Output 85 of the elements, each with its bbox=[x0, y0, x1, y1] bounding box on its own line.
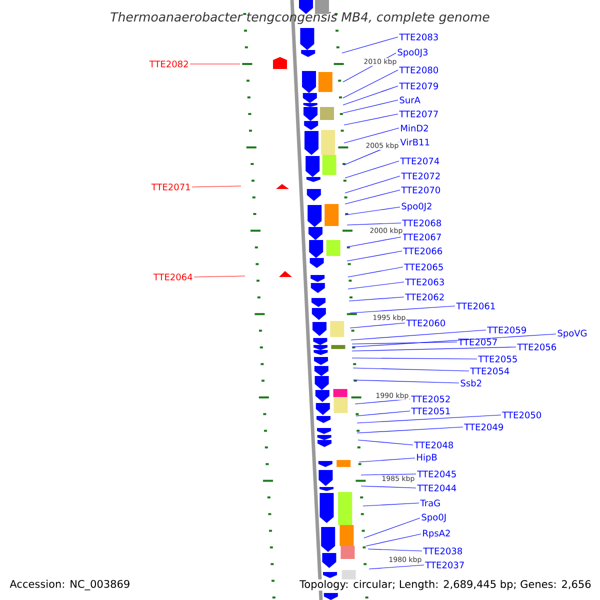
leader-line bbox=[352, 358, 478, 360]
leader-line bbox=[352, 346, 516, 352]
gene-label: TTE2068 bbox=[402, 220, 442, 226]
leader-line bbox=[368, 548, 422, 552]
gene-label: Ssb2 bbox=[460, 380, 482, 386]
leader-line bbox=[352, 368, 470, 372]
leader-line bbox=[348, 282, 404, 290]
leader-line bbox=[360, 474, 416, 476]
gene-label: TTE2079 bbox=[399, 82, 438, 90]
leader-line bbox=[342, 36, 398, 54]
gene-label: TTE2049 bbox=[464, 424, 503, 430]
leader-line bbox=[352, 342, 458, 344]
leader-line bbox=[356, 414, 502, 424]
leader-line bbox=[350, 306, 456, 314]
leader-line bbox=[348, 296, 404, 302]
leader-line bbox=[366, 534, 422, 546]
gene-label: TTE2045 bbox=[417, 470, 456, 478]
leader-line bbox=[352, 334, 556, 348]
gene-label: TTE2077 bbox=[399, 110, 438, 118]
gene-label: VirB11 bbox=[400, 138, 430, 146]
gene-label: TTE2054 bbox=[470, 368, 510, 374]
leader-line bbox=[346, 236, 402, 248]
gene-label: TTE2044 bbox=[417, 484, 456, 492]
gene-label: TTE2051 bbox=[411, 408, 450, 414]
gene-label: Spo0J bbox=[422, 514, 446, 522]
gene-label: TTE2055 bbox=[478, 356, 517, 362]
leader-line bbox=[344, 206, 400, 216]
leader-line bbox=[368, 564, 424, 570]
leader-line bbox=[342, 100, 398, 114]
gene-label: TTE2063 bbox=[405, 278, 444, 286]
leader-line bbox=[346, 222, 402, 226]
gene-label: TTE2062 bbox=[405, 294, 444, 300]
gene-label: TTE2059 bbox=[487, 326, 526, 334]
gene-label: HipB bbox=[417, 454, 437, 462]
leader-line bbox=[194, 276, 246, 278]
leader-line bbox=[350, 330, 486, 340]
leader-line bbox=[346, 250, 402, 262]
leader-line bbox=[192, 186, 242, 188]
leader-line bbox=[356, 426, 464, 434]
leader-line bbox=[344, 190, 400, 204]
accession-label: Accession: NC_003869 bbox=[9, 579, 131, 591]
gene-label: TTE2060 bbox=[406, 320, 446, 326]
gene-label: TTE2070 bbox=[401, 186, 440, 194]
leader-line bbox=[344, 176, 400, 194]
leader-line bbox=[342, 70, 398, 98]
gene-label: TTE2038 bbox=[423, 548, 462, 554]
gene-label: TTE2067 bbox=[402, 234, 441, 240]
gene-label: TTE2048 bbox=[414, 442, 454, 448]
leader-line bbox=[348, 266, 404, 278]
gene-label: Spo0J2 bbox=[402, 202, 432, 212]
gene-label: TTE2061 bbox=[456, 302, 495, 310]
gene-label: TTE2064 bbox=[153, 274, 192, 280]
gene-label: TTE2052 bbox=[411, 396, 450, 402]
leader-line bbox=[350, 322, 406, 328]
gene-label: SpoVG bbox=[558, 330, 587, 338]
gene-label: SurA bbox=[400, 96, 420, 104]
leader-line bbox=[358, 458, 416, 462]
leader-line bbox=[364, 518, 420, 538]
leader-line bbox=[356, 410, 410, 416]
gene-label: TTE2080 bbox=[399, 66, 438, 74]
gene-label: TTE2066 bbox=[403, 248, 442, 254]
leader-line bbox=[360, 486, 416, 488]
gene-label: TTE2056 bbox=[517, 344, 556, 350]
gene-label: TTE2050 bbox=[502, 412, 542, 418]
gene-label: MinD2 bbox=[401, 124, 428, 132]
leader-line bbox=[344, 114, 398, 126]
title: Thermoanaerobacter tengcongensis MB4, complete genome bbox=[110, 12, 490, 24]
gene-label: TTE2074 bbox=[400, 158, 440, 164]
gene-label: TTE2057 bbox=[458, 338, 497, 346]
leader-line bbox=[352, 380, 460, 384]
leader-line bbox=[344, 160, 400, 178]
gene-label: TTE2072 bbox=[401, 172, 440, 180]
gene-label: Spo0J3 bbox=[398, 48, 428, 58]
gene-label: TTE2083 bbox=[399, 34, 438, 40]
leader-line bbox=[358, 440, 414, 446]
gene-label: RpsA2 bbox=[423, 530, 450, 538]
genome-info-label: Topology: circular; Length: 2,689,445 bp; Genes: 2,656 bbox=[299, 579, 592, 591]
gene-label: TTE2071 bbox=[151, 184, 190, 190]
leader-line bbox=[344, 128, 400, 144]
leader-line bbox=[362, 502, 420, 506]
gene-label: TTE2065 bbox=[404, 264, 443, 270]
gene-label: TraG bbox=[420, 500, 440, 506]
gene-label: TTE2082 bbox=[149, 60, 188, 68]
gene-label: TTE2037 bbox=[425, 562, 464, 568]
leader-line bbox=[342, 86, 398, 106]
